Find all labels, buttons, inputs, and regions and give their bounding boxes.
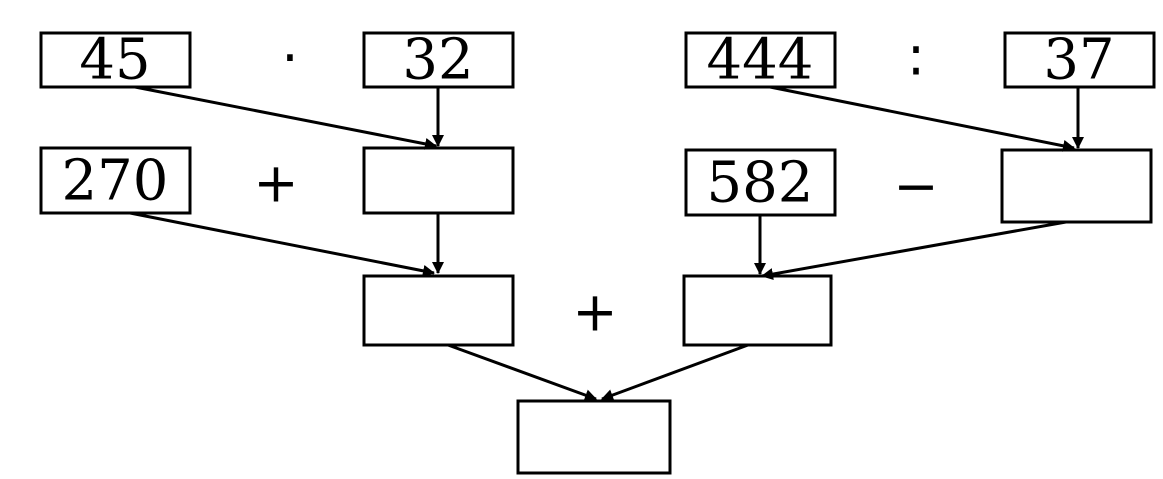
arrow-quotient-to-difference — [761, 220, 1067, 280]
divide-operator: : — [907, 25, 925, 88]
plus-operator-middle: + — [572, 281, 617, 344]
box-product-result — [362, 146, 515, 215]
minus-operator: − — [893, 155, 938, 218]
arrow-45-to-product — [134, 85, 437, 150]
box-37-value: 37 — [1043, 28, 1114, 93]
arrow-270-to-sum — [129, 211, 435, 277]
multiply-operator: · — [281, 27, 298, 90]
arrow-difference-to-final — [601, 343, 749, 401]
box-444-value: 444 — [707, 28, 814, 93]
box-582 — [684, 148, 837, 217]
box-582-value: 582 — [707, 151, 814, 216]
box-37 — [1003, 31, 1156, 89]
arrow-sum-to-final — [447, 343, 597, 401]
box-32-value: 32 — [402, 28, 473, 93]
box-45 — [39, 31, 192, 89]
box-quotient-result — [1000, 148, 1153, 224]
box-45-value: 45 — [79, 28, 150, 93]
box-444 — [684, 31, 837, 89]
box-sum-left — [362, 274, 515, 347]
box-270 — [39, 146, 192, 215]
box-difference-right — [682, 274, 833, 347]
plus-operator-top: + — [253, 152, 298, 215]
arrow-444-to-quotient — [769, 85, 1075, 152]
box-270-value: 270 — [62, 149, 169, 214]
box-final-result — [516, 399, 672, 475]
